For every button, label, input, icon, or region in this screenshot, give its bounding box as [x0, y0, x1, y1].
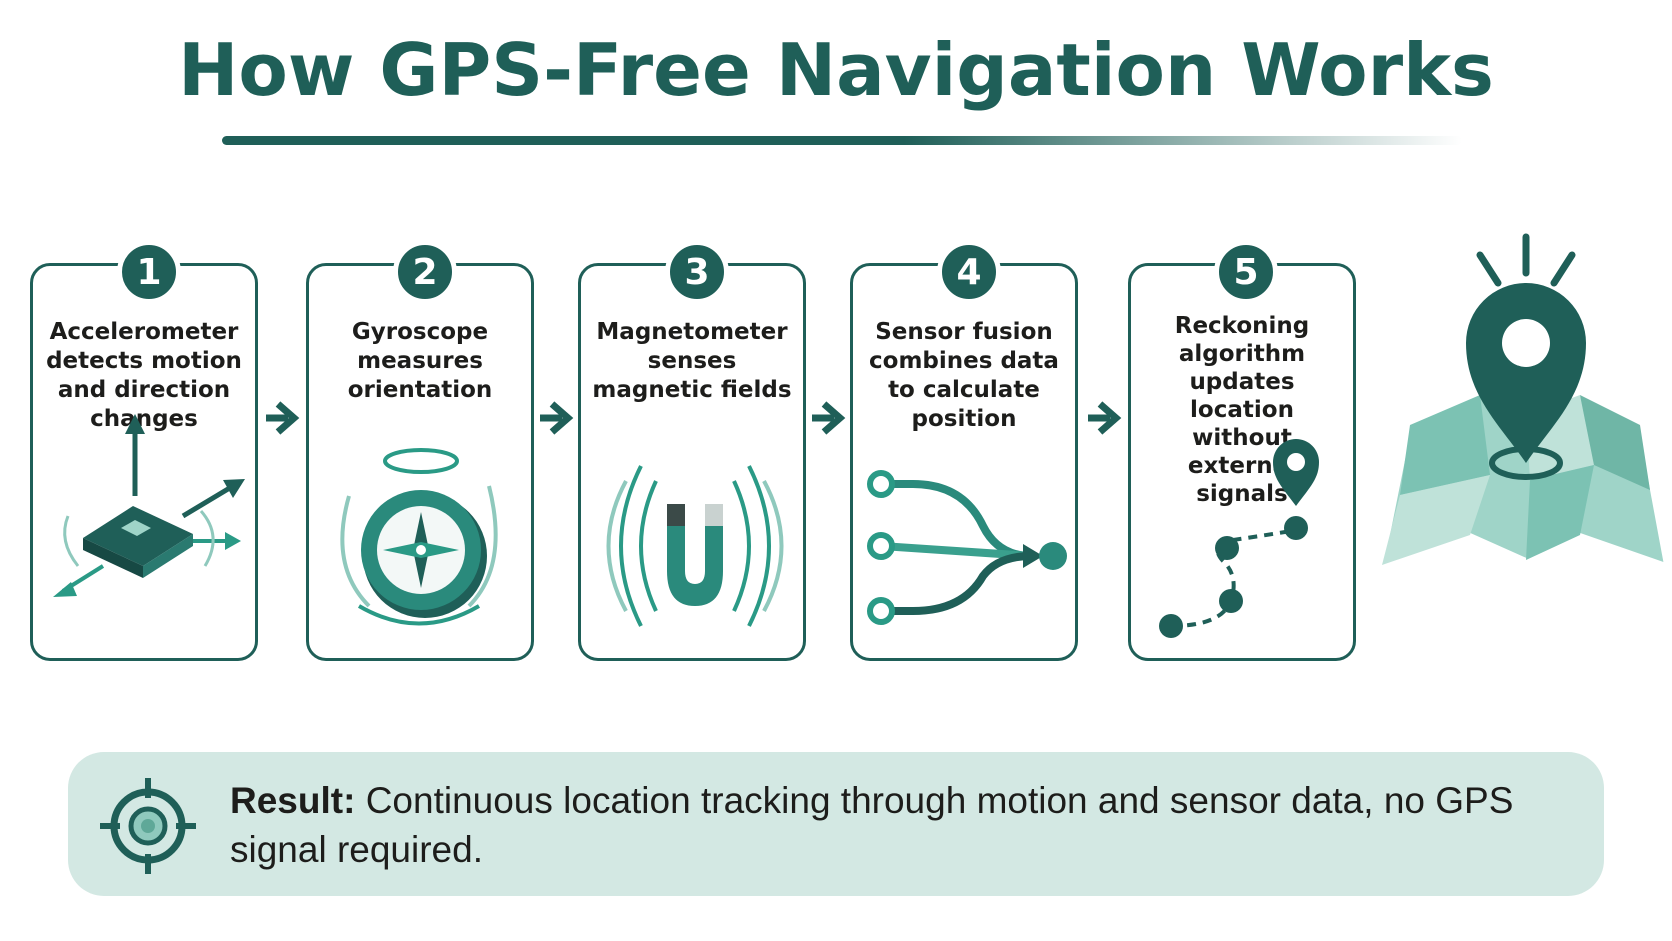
- page-title: How GPS-Free Navigation Works: [178, 28, 1494, 112]
- gyroscope-compass-icon: [340, 448, 498, 626]
- step-badge-3: 3: [665, 240, 729, 304]
- step-text-5: Reckoning algorithm updates location wit…: [1174, 313, 1310, 507]
- arrow-right-icon: [266, 401, 300, 435]
- step-text-2: Gyroscope measures orientation: [347, 319, 493, 403]
- step-card-2: Gyroscope measures orientation: [306, 263, 534, 661]
- step-badge-1: 1: [117, 240, 181, 304]
- step-card-3: Magnetometer senses magnetic fields: [578, 263, 806, 661]
- step-text-3: Magnetometer senses magnetic fields: [592, 319, 792, 403]
- accelerometer-chip-icon: [53, 414, 245, 597]
- magnet-icon: [606, 465, 784, 627]
- step-card-1: Accelerometer detects motion and directi…: [30, 263, 258, 661]
- crosshair-target-icon: [100, 778, 196, 874]
- title-underline: [222, 136, 1462, 145]
- map-location-pin-icon: [1380, 233, 1669, 569]
- result-banner: [68, 752, 1604, 896]
- result-label: Result:: [230, 780, 356, 821]
- sensor-fusion-icon: [867, 470, 1067, 625]
- result-text: Result: Continuous location tracking thr…: [230, 776, 1530, 874]
- step-card-4: Sensor fusion combines data to calculate…: [850, 263, 1078, 661]
- arrow-right-icon: [812, 401, 846, 435]
- step-text-4: Sensor fusion combines data to calculate…: [869, 319, 1059, 432]
- arrow-right-icon: [1088, 401, 1122, 435]
- step-badge-5: 5: [1214, 240, 1278, 304]
- step-badge-2: 2: [393, 240, 457, 304]
- step-card-5: Reckoning algorithm updates location wit…: [1128, 263, 1356, 661]
- step-badge-4: 4: [937, 240, 1001, 304]
- result-description: Continuous location tracking through mot…: [230, 780, 1514, 870]
- arrow-right-icon: [540, 401, 574, 435]
- step-text-1: Accelerometer detects motion and directi…: [46, 319, 242, 432]
- path-pin-icon: [1159, 439, 1319, 638]
